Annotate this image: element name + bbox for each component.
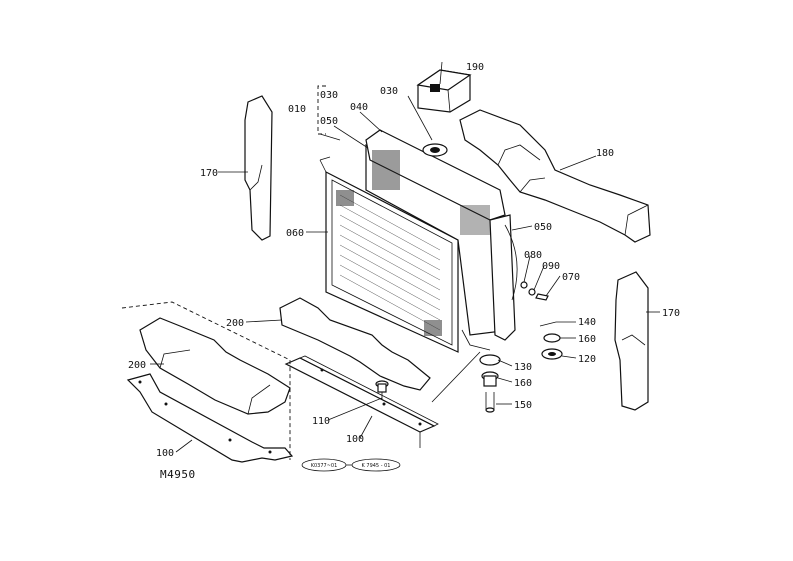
label-050a: 050 (320, 116, 338, 127)
serial-tag-1-text: K0377~01 (311, 463, 338, 469)
part-200-lower-seal (139, 317, 291, 415)
label-140: 140 (578, 317, 596, 328)
label-110: 110 (312, 416, 330, 427)
label-130: 130 (514, 362, 532, 373)
label-180: 180 (596, 148, 614, 159)
label-120: 120 (578, 354, 596, 365)
label-080: 080 (524, 250, 542, 261)
serial-tag-1: K0377~01 (301, 458, 347, 472)
part-180-shroud (459, 109, 651, 243)
label-060: 060 (286, 228, 304, 239)
dash-lead (319, 133, 341, 141)
label-160b: 160 (514, 378, 532, 389)
hose-clamp-set (520, 281, 549, 301)
model-code: M4950 (160, 468, 196, 481)
serial-tag-2: K 7945 - 01 (351, 458, 401, 472)
part-100-middle-plate (284, 355, 439, 433)
label-030b: 030 (380, 86, 398, 97)
label-100b: 100 (346, 434, 364, 445)
part-170-left-panel (244, 95, 273, 241)
part-100-lower-bracket (126, 373, 294, 463)
label-030a: 030 (320, 90, 338, 101)
radiator-dashed-bracket (317, 85, 326, 135)
label-150: 150 (514, 400, 532, 411)
label-160a: 160 (578, 334, 596, 345)
label-170b: 170 (662, 308, 680, 319)
right-mount-stack (539, 321, 563, 360)
radiator-assembly (319, 129, 518, 353)
part-110-bolt (375, 380, 389, 400)
label-190: 190 (466, 62, 484, 73)
part-190-block (416, 69, 472, 113)
label-040: 040 (350, 102, 368, 113)
label-090: 090 (542, 261, 560, 272)
serial-tag-2-text: K 7945 - 01 (362, 463, 391, 469)
label-050b: 050 (534, 222, 552, 233)
part-170-right-panel (614, 271, 649, 411)
mount-stack (479, 354, 501, 413)
part-200-upper-seal (279, 297, 431, 391)
label-200b: 200 (128, 360, 146, 371)
label-100a: 100 (156, 448, 174, 459)
assembly-dashed-outline (121, 301, 291, 460)
label-170a: 170 (200, 168, 218, 179)
label-010: 010 (288, 104, 306, 115)
leader-lines (150, 61, 660, 453)
label-070: 070 (562, 272, 580, 283)
label-200a: 200 (226, 318, 244, 329)
